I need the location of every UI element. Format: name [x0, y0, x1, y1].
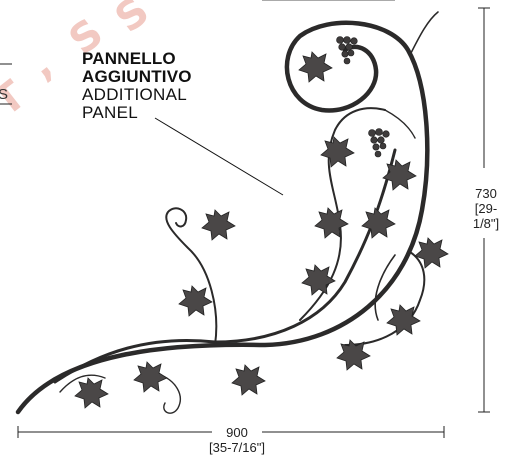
leaf-icon	[320, 136, 355, 168]
leaf-icon	[133, 361, 168, 393]
width-dimension-label: 900 [35-7/16"]	[209, 425, 265, 455]
leaf-icon	[414, 237, 449, 269]
leaf-icon	[74, 377, 109, 409]
leaf-icon	[382, 159, 417, 191]
label-italian-line2: AGGIUNTIVO	[82, 67, 192, 86]
leaf-icon	[301, 264, 336, 296]
leaf-icon	[298, 51, 333, 83]
leaf-icon	[178, 285, 213, 317]
leaf-icon	[361, 207, 396, 239]
width-mm: 900	[226, 425, 248, 440]
label-english-line1: ADDITIONAL	[82, 85, 188, 104]
label-english-line2: PANEL	[82, 103, 138, 122]
panel-label: PANNELLO AGGIUNTIVO ADDITIONAL PANEL	[82, 50, 192, 122]
height-dimension	[478, 7, 490, 413]
height-mm: 730	[475, 186, 497, 201]
label-italian-line1: PANNELLO	[82, 49, 176, 68]
width-dimension	[17, 426, 445, 438]
grape-cluster-icon	[368, 128, 390, 158]
leaf-icon	[386, 304, 421, 336]
leaf-icon	[231, 364, 266, 396]
width-in: [35-7/16"]	[209, 440, 265, 455]
height-in: [29-1/8"]	[472, 201, 500, 231]
height-dimension-label: 730 [29-1/8"]	[462, 186, 510, 231]
leaf-icon	[314, 207, 349, 239]
leaf-icon	[201, 209, 236, 241]
vine-leaves	[74, 51, 449, 409]
leaf-icon	[336, 339, 371, 371]
cropped-text: S	[0, 86, 9, 103]
grape-cluster-icon	[336, 36, 358, 65]
leader-line	[154, 117, 284, 196]
